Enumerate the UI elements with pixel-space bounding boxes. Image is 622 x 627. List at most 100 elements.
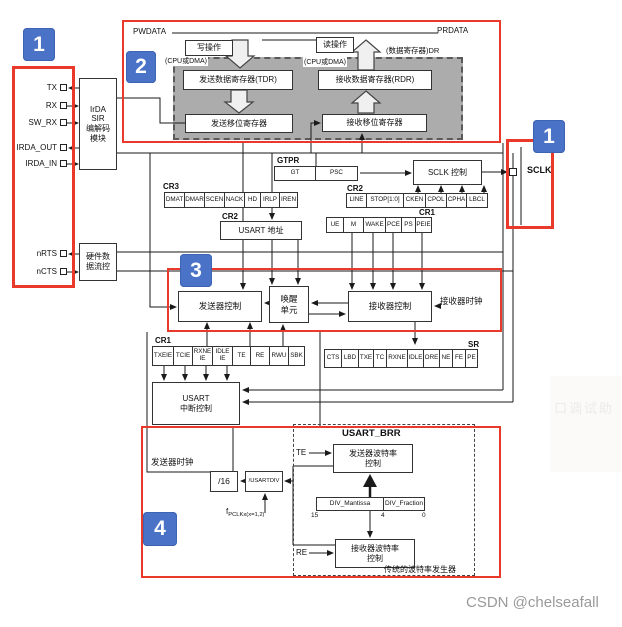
wakeup-unit-block: 唤醒 单元 (269, 286, 309, 323)
badge-4: 4 (143, 512, 177, 546)
highlight-box-controls (167, 268, 502, 332)
cr1-cell: M (343, 217, 364, 233)
cr1-bottom-register: TXEIE TCIE RXNE IE IDLE IE TE RE RWU SBK (152, 346, 305, 366)
usart-brr-title: USART_BRR (342, 428, 401, 439)
csdn-watermark: CSDN @chelseafall (466, 594, 599, 611)
write-operation-box: 写操作 (185, 40, 233, 56)
cr1b-cell: RWU (269, 346, 289, 366)
te-label: TE (296, 448, 307, 457)
badge-1-left: 1 (23, 28, 55, 61)
receiver-clock-label: 接收器时钟 (440, 296, 483, 306)
div-mantissa-cell: DIV_Mantissa (316, 497, 384, 511)
cr1-cell: PCE (385, 217, 402, 233)
pin-irda-in: IRDA_IN (25, 159, 57, 168)
sr-label: SR (468, 340, 480, 349)
data-register-dr-label: (数据寄存器)DR (386, 46, 440, 55)
faint-overlay-panel (550, 376, 622, 472)
cr3-cell: SCEN (204, 192, 225, 208)
sr-cell: IDLE (407, 349, 424, 368)
cr3-cell: NACK (224, 192, 245, 208)
cr3-label: CR3 (163, 182, 180, 191)
highlight-box-pins (12, 66, 75, 288)
brr-bit0-label: 0 (422, 512, 426, 519)
cr1-top-label: CR1 (419, 208, 436, 217)
sr-cell: ORE (423, 349, 440, 368)
sr-cell: FE (452, 349, 466, 368)
fpclk-label: fPCLKx(x=1,2) (226, 507, 265, 518)
pin-rx: RX (45, 101, 57, 110)
gtpr-cell: GT (274, 166, 316, 181)
badge-3: 3 (180, 254, 212, 287)
legacy-baud-generator-label: 传统的波特率发生器 (384, 565, 456, 574)
tx-shift-register-block: 发送移位寄存器 (185, 114, 293, 133)
rx-baud-control-block: 接收器波特率 控制 (335, 539, 415, 568)
rdr-block: 接收数据寄存器(RDR) (318, 70, 432, 90)
hw-flow-control-block: 硬件数 据流控 (79, 243, 117, 281)
sr-cell: PE (465, 349, 478, 368)
tdr-block: 发送数据寄存器(TDR) (183, 70, 293, 90)
usartdiv-block: /USARTDIV (245, 471, 283, 492)
faint-overlay-text: 口调试助 (554, 401, 615, 416)
cr3-cell: DMAR (184, 192, 205, 208)
cr1-cell: PEIE (415, 217, 432, 233)
cr2-cell: CKEN (403, 193, 426, 208)
cr3-cell: HD (244, 192, 261, 208)
cr1b-cell: IDLE IE (212, 346, 233, 366)
read-operation-box: 读操作 (316, 37, 354, 53)
pin-tx: TX (46, 83, 57, 92)
pin-sclk: SCLK (527, 165, 552, 175)
cpu-or-dma-write-label: (CPU或DMA) (164, 56, 208, 66)
transmitter-control-block: 发送器控制 (178, 291, 262, 322)
pin-square-irda-out (60, 144, 67, 151)
brr-bit4-label: 4 (381, 512, 385, 519)
sclk-control-block: SCLK 控制 (413, 160, 482, 185)
pin-square-irda-in (60, 160, 67, 167)
pin-sw-rx: SW_RX (28, 118, 57, 127)
cr2-cell: LINE (346, 193, 367, 208)
badge-2: 2 (126, 51, 156, 83)
pin-square-rx (60, 102, 67, 109)
rx-shift-register-block: 接收移位寄存器 (322, 114, 427, 132)
brr-register: DIV_Mantissa DIV_Fraction (316, 497, 425, 511)
cr1b-cell: SBK (288, 346, 305, 366)
cr1b-cell: TE (232, 346, 251, 366)
sr-cell: TXE (358, 349, 374, 368)
cr2-cell: LBCL (466, 193, 488, 208)
cr3-cell: DMAT (164, 192, 185, 208)
cr2-top-label: CR2 (347, 184, 364, 193)
cr1b-cell: RE (250, 346, 270, 366)
pin-nrts: nRTS (36, 249, 57, 258)
prdata-label: PRDATA (437, 26, 469, 35)
gtpr-cell: PSC (315, 166, 358, 181)
cr2-cell: CPOL (425, 193, 447, 208)
cr1-cell: UE (326, 217, 344, 233)
div-fraction-cell: DIV_Fraction (383, 497, 425, 511)
sr-cell: CTS (324, 349, 342, 368)
cr3-cell: IRLP (260, 192, 280, 208)
cr1-bottom-label: CR1 (155, 336, 172, 345)
pin-square-tx (60, 84, 67, 91)
badge-1-right: 1 (533, 120, 565, 153)
sr-cell: RXNE (386, 349, 408, 368)
cr1b-cell: TXEIE (152, 346, 174, 366)
pwdata-label: PWDATA (133, 27, 167, 36)
div16-block: /16 (210, 471, 238, 492)
re-label: RE (296, 548, 308, 557)
cr1b-cell: RXNE IE (192, 346, 213, 366)
transmitter-clock-label: 发送器时钟 (151, 457, 194, 467)
cr2-cell: CPHA (446, 193, 467, 208)
sr-register: CTS LBD TXE TC RXNE IDLE ORE NE FE PE (324, 349, 478, 368)
cr3-cell: IREN (279, 192, 298, 208)
cr2-addr-label: CR2 (222, 212, 239, 221)
highlight-box-sclk (506, 139, 554, 229)
sr-cell: NE (439, 349, 453, 368)
tx-baud-control-block: 发送器波特率 控制 (333, 444, 413, 473)
cr1-cell: PS (401, 217, 416, 233)
gtpr-register: GT PSC (274, 166, 358, 181)
pin-square-nrts (60, 250, 67, 257)
receiver-control-block: 接收器控制 (348, 291, 432, 322)
gtpr-label: GTPR (277, 156, 300, 165)
pin-square-sw-rx (60, 119, 67, 126)
cr3-register: DMAT DMAR SCEN NACK HD IRLP IREN (164, 192, 298, 208)
